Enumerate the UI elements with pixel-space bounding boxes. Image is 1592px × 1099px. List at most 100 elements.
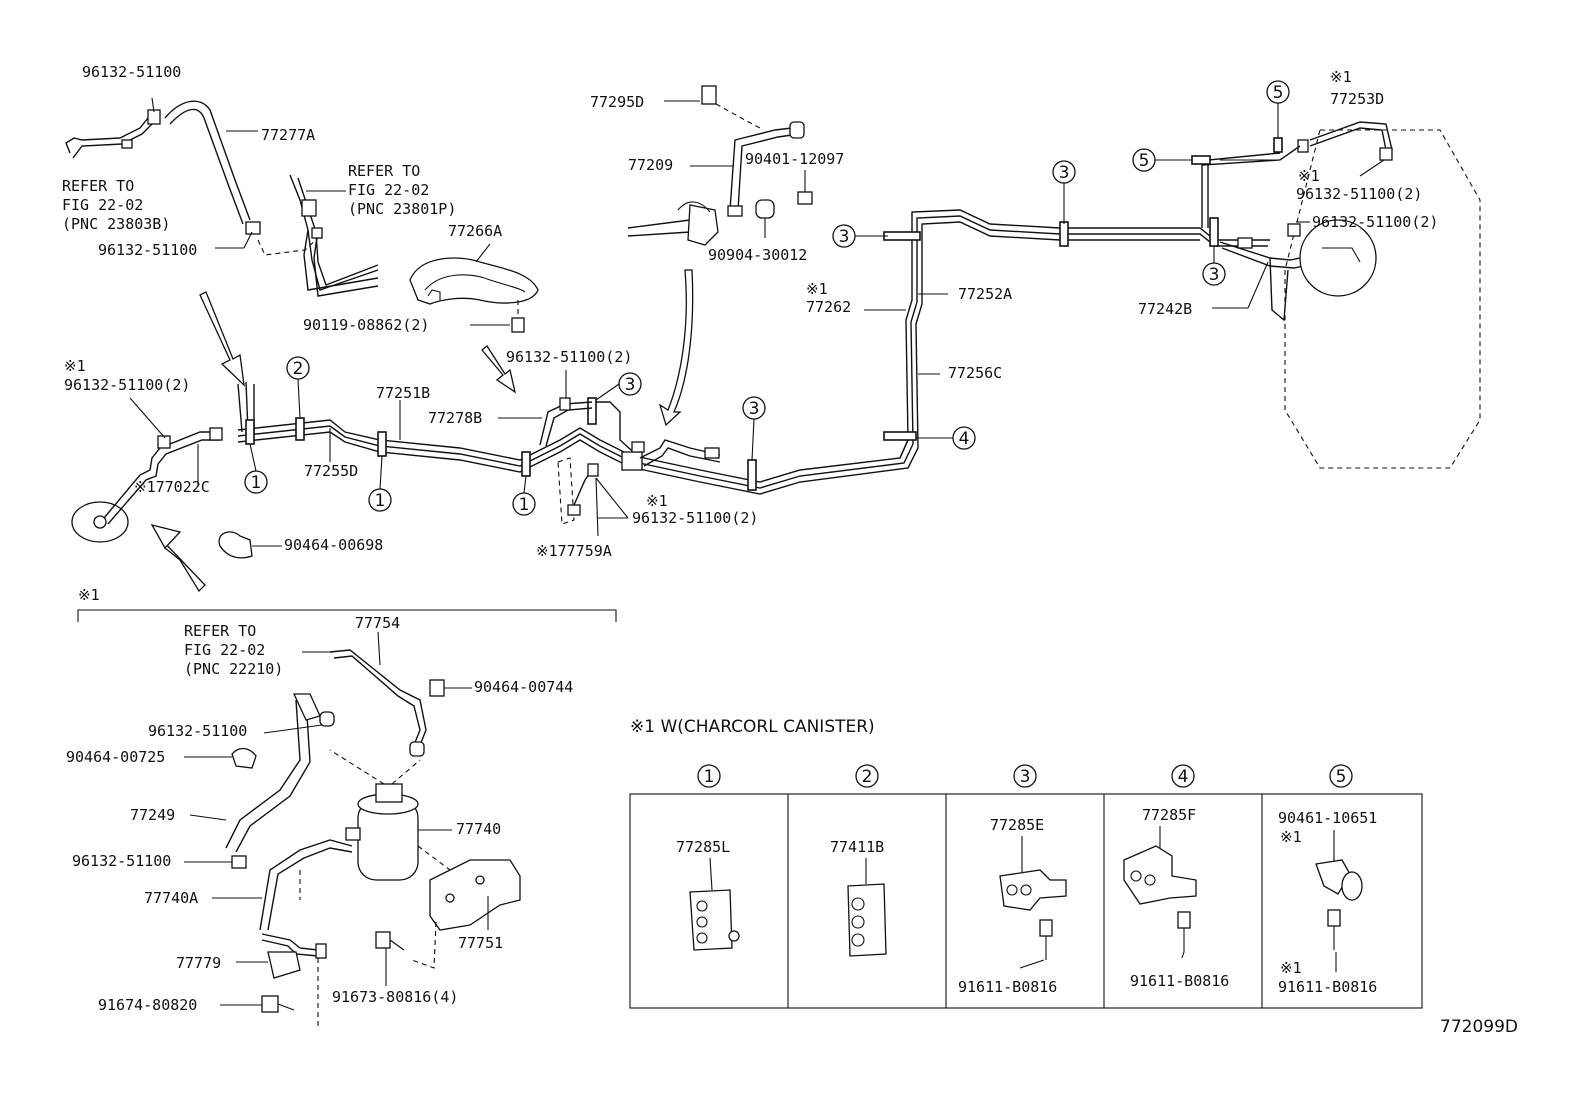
label-pnc: (PNC 23803B) bbox=[62, 215, 170, 233]
label-77249: 77249 bbox=[130, 806, 175, 824]
label-pnc: (PNC 22210) bbox=[184, 660, 283, 678]
label-96132-51100-2: 96132-51100(2) bbox=[1312, 213, 1438, 231]
clamp-type2-icon bbox=[295, 417, 305, 441]
clamp-icon bbox=[157, 435, 171, 449]
clamp-icon bbox=[147, 109, 161, 125]
clamp-icon bbox=[209, 427, 223, 441]
end-fitting-icon bbox=[409, 741, 425, 757]
connection-dash bbox=[257, 237, 319, 256]
clamp-icon bbox=[567, 504, 581, 516]
table-header-label: 4 bbox=[1178, 767, 1189, 787]
label-77252A: 77252A bbox=[958, 285, 1012, 303]
canister-bracket-line bbox=[77, 609, 617, 622]
bracket-detail bbox=[424, 274, 526, 293]
table-cell-note: ※1 bbox=[1280, 828, 1302, 846]
table-cell-note: ※1 bbox=[1280, 959, 1302, 977]
table-cell-part: 77285L bbox=[676, 838, 730, 856]
label-77251B: 77251B bbox=[376, 384, 430, 402]
label-77779: 77779 bbox=[176, 954, 221, 972]
hose-77740A-inner bbox=[267, 847, 353, 931]
leader-line bbox=[129, 397, 166, 439]
clamp-icon bbox=[1237, 237, 1253, 249]
marker-label: 5 bbox=[1273, 83, 1284, 103]
label-77751: 77751 bbox=[458, 934, 503, 952]
bolt-91674-icon bbox=[261, 995, 279, 1013]
tube-join bbox=[899, 439, 909, 459]
leader-line bbox=[475, 243, 491, 263]
label-note-mark: ※1 bbox=[646, 492, 668, 510]
label-91673-80816: 91673-80816(4) bbox=[332, 988, 458, 1006]
label-fig: FIG 22-02 bbox=[184, 641, 265, 659]
leader-line bbox=[243, 231, 253, 249]
label-77209: 77209 bbox=[628, 156, 673, 174]
label-96132-51100-2: 96132-51100(2) bbox=[1296, 185, 1422, 203]
table-header-3 bbox=[1013, 764, 1037, 788]
connection-dash bbox=[715, 103, 761, 129]
marker-label: 2 bbox=[293, 359, 304, 379]
clamp-type5-icon bbox=[1191, 155, 1211, 165]
table-header-label: 3 bbox=[1020, 767, 1031, 787]
label-96132-51100: 96132-51100 bbox=[98, 241, 197, 259]
hose-77253D-inner bbox=[1309, 127, 1387, 151]
clamp-hole bbox=[851, 915, 865, 929]
fuel-tube-bundle bbox=[297, 177, 379, 286]
hose-77278B-inner bbox=[545, 407, 593, 447]
bolt-91673-icon bbox=[375, 931, 391, 949]
label-77295D: 77295D bbox=[590, 93, 644, 111]
pipe-77209-inner bbox=[737, 134, 793, 211]
table-cell-bolt: 91611-B0816 bbox=[958, 978, 1057, 996]
marker-label: 3 bbox=[749, 399, 760, 419]
end-fitting-icon bbox=[727, 205, 743, 217]
connector-icon bbox=[301, 199, 317, 217]
hose-77278B bbox=[539, 401, 593, 446]
part-labels: 96132-51100 77277A REFER TO FIG 22-02 (P… bbox=[62, 63, 1518, 1037]
pipe-77209 bbox=[729, 127, 793, 211]
marker-label: 3 bbox=[1209, 265, 1220, 285]
label-77262: 77262 bbox=[806, 298, 851, 316]
table-cell-bolt: 91611-B0816 bbox=[1278, 978, 1377, 996]
clamp-type3-icon bbox=[1059, 221, 1069, 247]
leader-line bbox=[1359, 159, 1385, 177]
marker-label: 3 bbox=[1059, 163, 1070, 183]
table-header-label: 5 bbox=[1336, 767, 1347, 787]
label-77759A: ※177759A bbox=[536, 542, 612, 560]
clamp-type3-icon bbox=[1209, 217, 1219, 247]
label-note-mark: ※1 bbox=[64, 357, 86, 375]
pump-housing bbox=[687, 204, 719, 246]
clamp-hole bbox=[851, 933, 865, 947]
marker-label: 3 bbox=[625, 375, 636, 395]
fuel-pipe-stub bbox=[65, 117, 149, 154]
table-cell-bolt: 91611-B0816 bbox=[1130, 972, 1229, 990]
leader-line bbox=[151, 97, 155, 113]
label-96132-51100: 96132-51100 bbox=[82, 63, 181, 81]
note-charcoal-canister: ※1 W(CHARCORL CANISTER) bbox=[630, 717, 875, 737]
fuel-tank-outline bbox=[1284, 129, 1481, 469]
label-note-mark: ※1 bbox=[806, 280, 828, 298]
connection-dash bbox=[411, 921, 437, 969]
hose-77249 bbox=[225, 699, 301, 849]
clamp-hole bbox=[1130, 870, 1142, 882]
main-fuel-line bbox=[71, 209, 1270, 559]
tube-stub bbox=[237, 383, 243, 433]
table-header-4 bbox=[1171, 764, 1195, 788]
label-77256C: 77256C bbox=[948, 364, 1002, 382]
tube-branch bbox=[1201, 145, 1301, 228]
vent-hose-assembly-top-left bbox=[65, 97, 379, 297]
leader-line bbox=[379, 455, 383, 490]
label-pnc: (PNC 23801P) bbox=[348, 200, 456, 218]
hose-77277A bbox=[164, 100, 251, 221]
clip-90464-00698-icon bbox=[218, 531, 253, 559]
clamp-type3-icon bbox=[587, 397, 597, 425]
label-refer-to: REFER TO bbox=[348, 162, 420, 180]
fitting-end bbox=[315, 943, 327, 959]
bracket-77266A bbox=[409, 243, 539, 333]
label-77022C: ※177022C bbox=[134, 478, 210, 496]
disc-hub bbox=[93, 515, 107, 529]
housing-detail bbox=[677, 201, 711, 213]
hose-end-icon bbox=[292, 693, 321, 721]
label-77242B: 77242B bbox=[1138, 300, 1192, 318]
label-77754: 77754 bbox=[355, 614, 400, 632]
clamp-icon bbox=[1379, 147, 1393, 161]
label-96132-51100: 96132-51100 bbox=[72, 852, 171, 870]
clamp-type3-icon bbox=[747, 459, 757, 491]
